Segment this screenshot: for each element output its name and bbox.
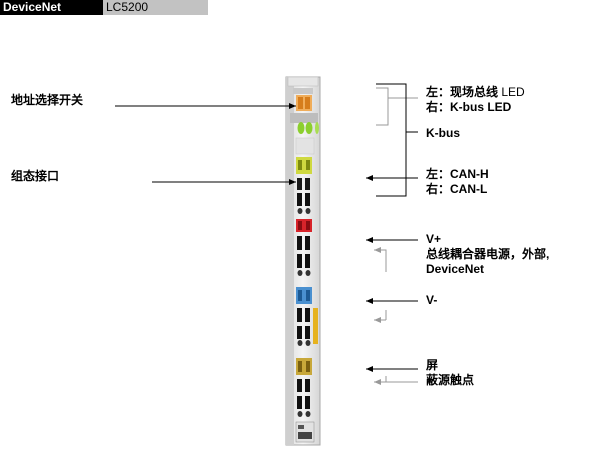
terminal-contacts-3 [297, 308, 318, 346]
can-l-label: 右：CAN-L [426, 182, 488, 196]
address-switch-label: 地址选择开关 [11, 93, 84, 107]
title-bar: DeviceNet LC5200 [0, 0, 208, 15]
can-h-label: 左：CAN-H [426, 167, 489, 181]
led-pair [297, 122, 319, 134]
header-title: DeviceNet [0, 0, 103, 15]
kbus-label: K-bus [426, 126, 460, 140]
kbus-bracket [376, 83, 407, 197]
v-minus-label: V- [426, 293, 438, 307]
power-plus-block [296, 219, 312, 232]
address-switch-block [296, 95, 312, 111]
header-model: LC5200 [103, 0, 208, 15]
fieldbus-led-suffix: LED [501, 85, 525, 99]
fieldbus-led-label: 左：现场总线 LED [426, 85, 525, 99]
shield-terminal-block [296, 358, 312, 375]
shield-label: 屏 [426, 358, 439, 372]
bus-coupler-module [285, 76, 321, 446]
shield-contact-label: 蔽源触点 [426, 373, 475, 387]
fieldbus-led-prefix: 左：现场总线 [426, 85, 499, 99]
terminal-contacts-1 [297, 178, 311, 214]
led-bracket [376, 87, 389, 126]
devicenet-label: DeviceNet [426, 262, 485, 276]
bus-coupler-power-label: 总线耦合器电源，外部, [426, 247, 550, 261]
terminal-contacts-4 [297, 379, 311, 417]
v-plus-label: V+ [426, 232, 442, 246]
config-interface-label: 组态接口 [11, 169, 60, 183]
kbus-led-label: 右：K-bus LED [426, 100, 512, 114]
power-minus-block [296, 287, 312, 304]
terminal-contacts-2 [297, 236, 311, 276]
can-terminal-block [296, 157, 312, 174]
